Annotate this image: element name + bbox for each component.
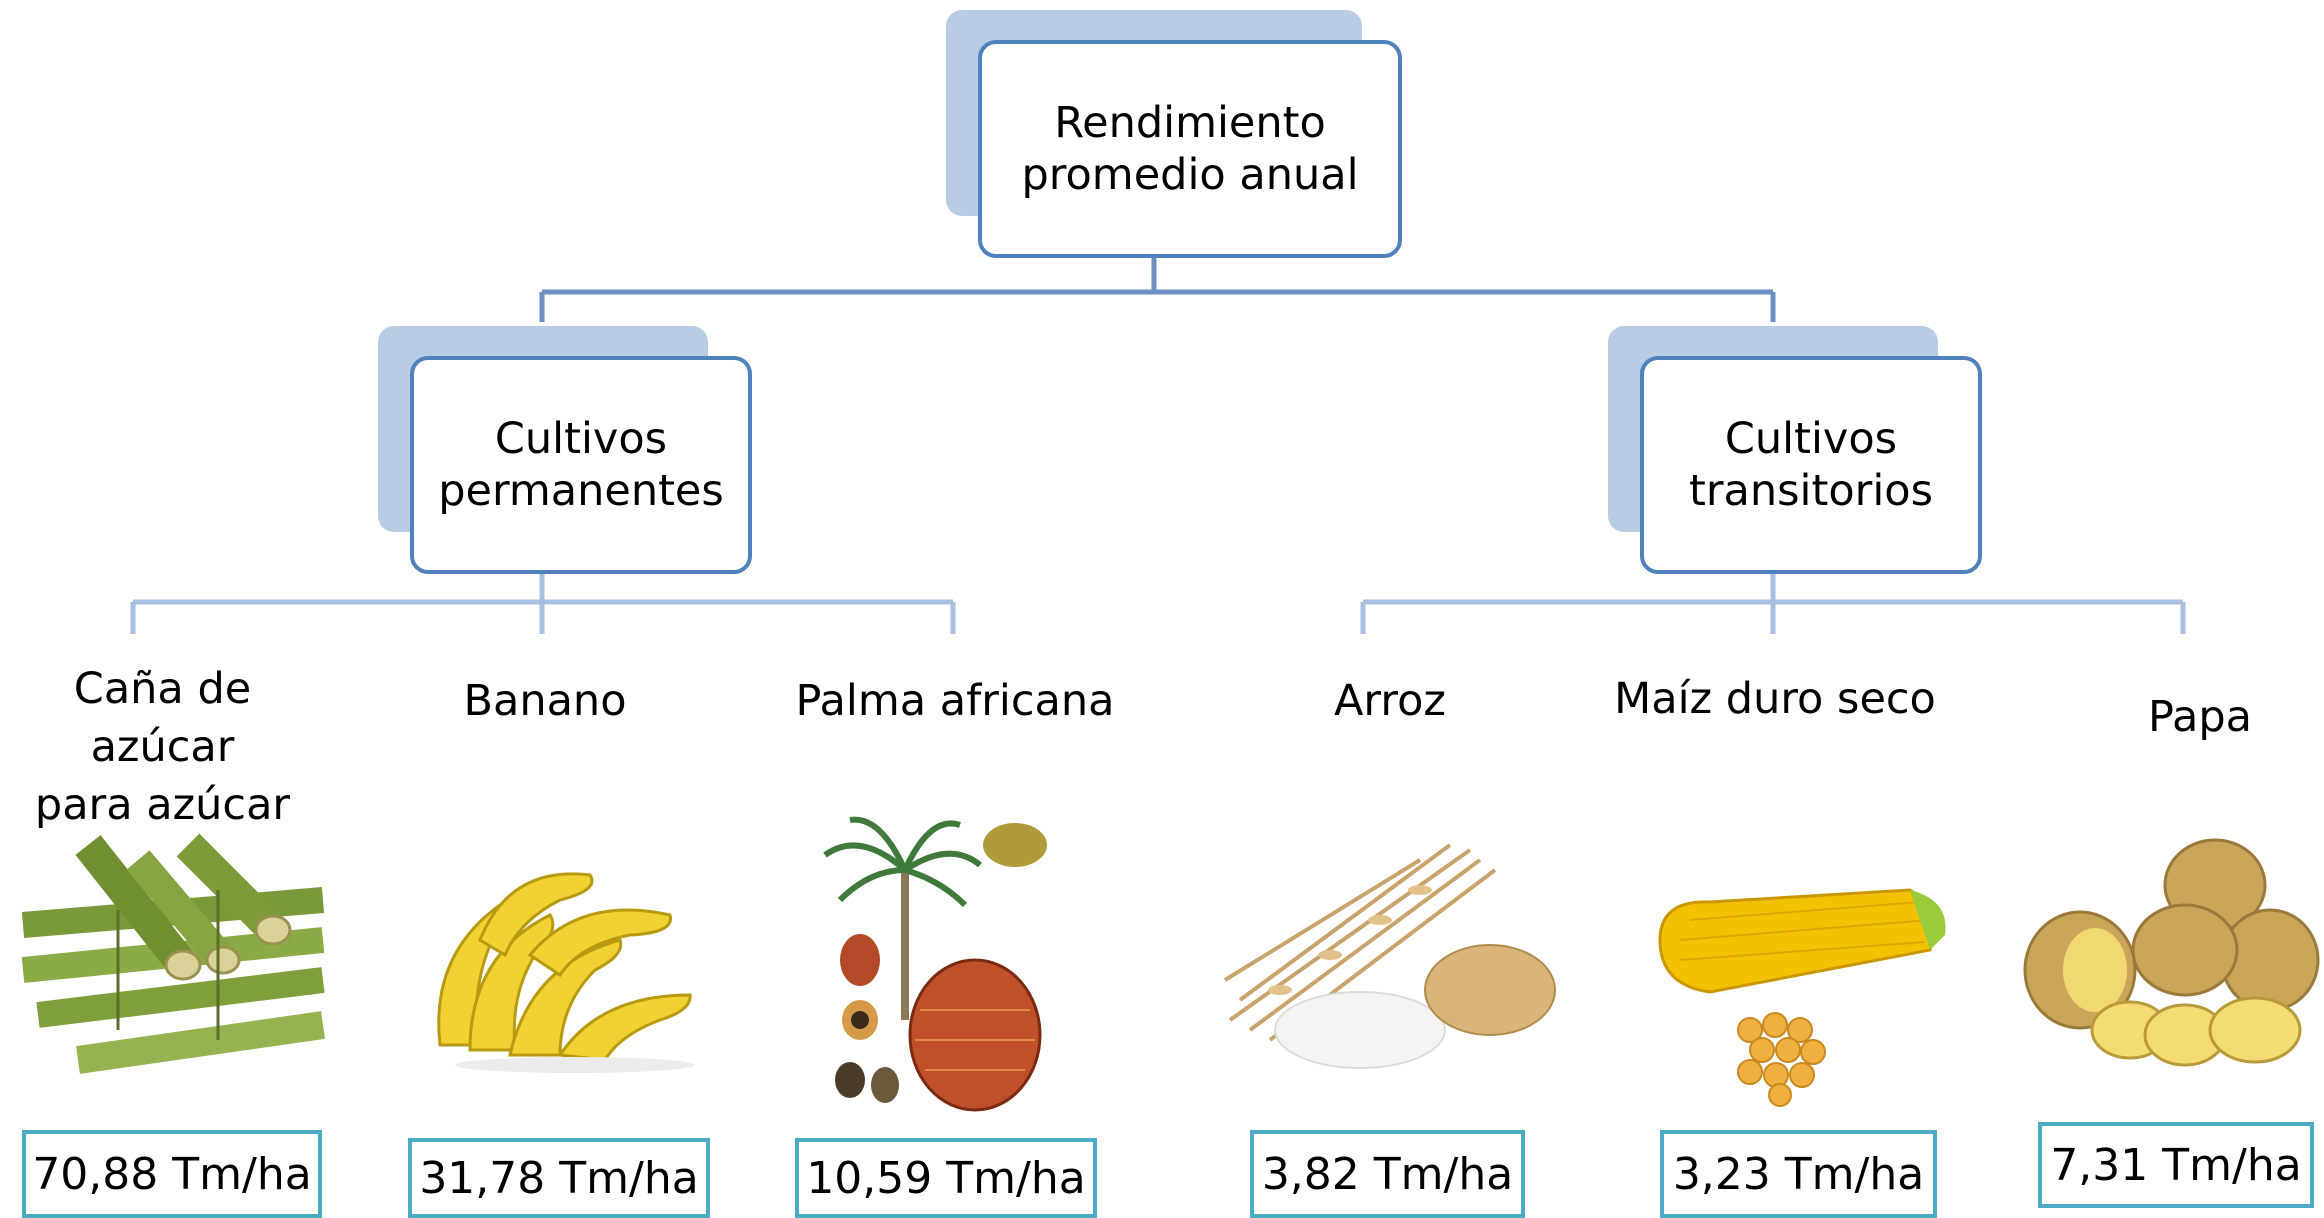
rice-image [1223, 843, 1556, 1069]
sugarcane-image [21, 833, 325, 1074]
value-text-cana: 70,88 Tm/ha [32, 1148, 312, 1200]
root-node: Rendimiento promedio anual [978, 40, 1402, 258]
crop-label-cana: Caña de azúcar para azúcar [34, 664, 291, 831]
crop-label-papa: Papa [2148, 692, 2252, 742]
value-text-banano: 31,78 Tm/ha [419, 1152, 699, 1204]
value-text-maiz: 3,23 Tm/ha [1672, 1148, 1925, 1200]
value-text-papa: 7,31 Tm/ha [2050, 1139, 2302, 1191]
crop-label-banano: Banano [463, 676, 627, 726]
crop-label-maiz: Maíz duro seco [1614, 674, 1936, 724]
oil-palm-image [823, 816, 1047, 1112]
banana-image [437, 872, 695, 1073]
group-node-transitorios: Cultivos transitorios [1640, 356, 1982, 574]
value-box-palma: 10,59 Tm/ha [795, 1138, 1097, 1218]
crop-label-arroz: Arroz [1334, 676, 1446, 726]
crop-label-palma: Palma africana [795, 676, 1115, 726]
value-text-palma: 10,59 Tm/ha [806, 1152, 1086, 1204]
value-box-papa: 7,31 Tm/ha [2038, 1122, 2314, 1208]
value-box-cana: 70,88 Tm/ha [22, 1130, 322, 1218]
potato-image [2023, 838, 2320, 1067]
value-box-banano: 31,78 Tm/ha [408, 1138, 710, 1218]
value-box-maiz: 3,23 Tm/ha [1660, 1130, 1937, 1218]
corn-image [1658, 888, 1946, 1107]
value-box-arroz: 3,82 Tm/ha [1250, 1130, 1525, 1218]
value-text-arroz: 3,82 Tm/ha [1261, 1148, 1514, 1200]
group-node-permanentes: Cultivos permanentes [410, 356, 752, 574]
